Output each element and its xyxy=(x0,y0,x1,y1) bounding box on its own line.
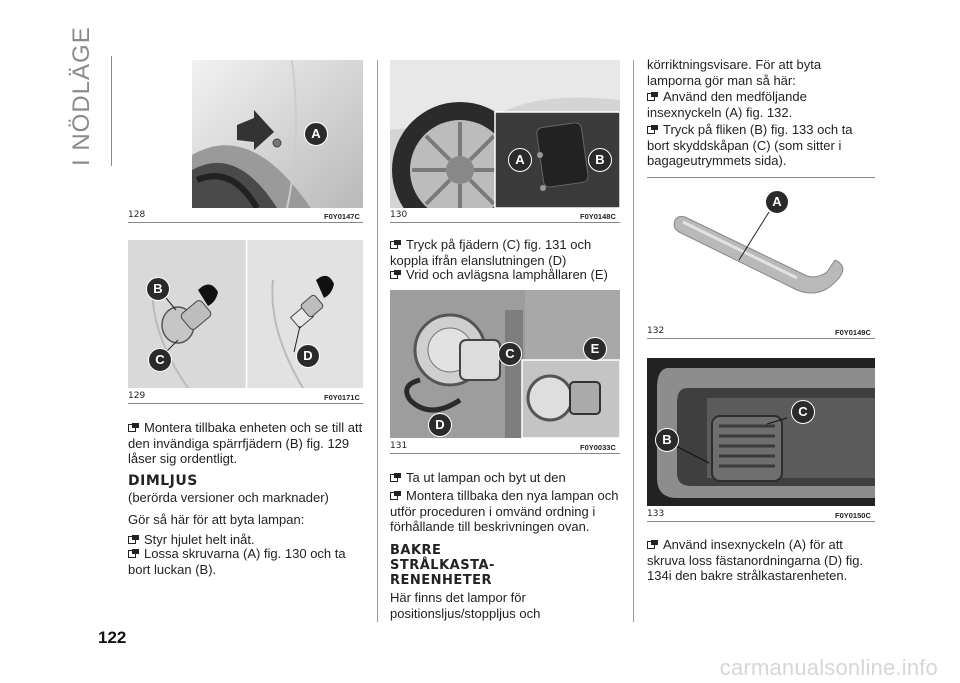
col2-bullet-3: Ta ut lampan och byt ut den xyxy=(390,470,625,486)
col3-bullet-2: Tryck på fliken (B) fig. 133 och ta bort… xyxy=(647,122,853,168)
callout-C: C xyxy=(148,348,172,372)
bullet-icon xyxy=(390,470,401,482)
figure-132-top-rule xyxy=(647,177,875,178)
figure-132-rule xyxy=(647,338,875,339)
col1-heading: DIMLJUS xyxy=(128,473,198,489)
bullet-icon xyxy=(128,532,139,544)
col2-paragraph: Här finns det lampor för positionsljus/s… xyxy=(390,590,541,621)
callout-A: A xyxy=(304,122,328,146)
figure-128-number: 128 xyxy=(128,210,146,220)
callout-D: D xyxy=(428,413,452,437)
callout-D: D xyxy=(296,344,320,368)
col1-bullet-2: Styr hjulet helt inåt. xyxy=(128,532,368,548)
bullet-icon xyxy=(128,420,139,432)
col2-heading-line-3: RENENHETER xyxy=(390,573,493,588)
figure-131-rule xyxy=(390,453,620,454)
col2-bullet-4: Montera tillbaka den nya lampan och utfö… xyxy=(390,488,619,534)
col2-heading-line-2: STRÅLKASTA- xyxy=(390,558,495,573)
callout-B: B xyxy=(655,428,679,452)
callout-C: C xyxy=(498,342,522,366)
col3-bullet-3: Använd insexnyckeln (A) för att skruva l… xyxy=(647,537,864,583)
col2-bullet-1: Tryck på fjädern (C) fig. 131 och koppla… xyxy=(390,237,592,268)
figure-128-code: F0Y0147C xyxy=(324,212,360,221)
col3-bullet-1: Använd den medföljande insexnyckeln (A) … xyxy=(647,89,807,120)
col2-bullet-2: Vrid och avlägsna lamphållaren (E) xyxy=(390,267,625,283)
figure-133-image: C B xyxy=(647,358,875,506)
col1-paren: (berörda versioner och marknader) xyxy=(128,490,329,505)
column-divider-2 xyxy=(633,60,634,622)
col2-heading-line-1: BAKRE xyxy=(390,543,442,558)
figure-129-rule xyxy=(128,403,363,404)
figure-130-rule xyxy=(390,222,620,223)
chapter-title: I NÖDLÄGE xyxy=(68,26,95,166)
figure-133-number: 133 xyxy=(647,509,665,519)
chapter-title-rule xyxy=(111,56,112,166)
figure-131-number: 131 xyxy=(390,441,408,451)
figure-131-code: F0Y0033C xyxy=(580,443,616,452)
figure-131-image: C E D xyxy=(390,290,620,438)
figure-130-image: A B xyxy=(390,60,620,208)
bullet-icon xyxy=(390,488,401,500)
col1-bullet-1: Montera tillbaka enheten och se till att… xyxy=(128,420,363,466)
bullet-icon xyxy=(128,546,139,558)
callout-E: E xyxy=(583,337,607,361)
col1-bullet-3: Lossa skruvarna (A) fig. 130 och ta bort… xyxy=(128,546,346,577)
callout-A: A xyxy=(508,148,532,172)
figure-130-number: 130 xyxy=(390,210,408,220)
col3-paragraph: körriktningsvisare. För att byta lamporn… xyxy=(647,57,822,88)
callout-B: B xyxy=(588,148,612,172)
callout-A: A xyxy=(765,190,789,214)
figure-133-code: F0Y0150C xyxy=(835,511,871,520)
bullet-icon xyxy=(390,237,401,249)
footer-watermark: carmanualsonline.info xyxy=(719,655,938,680)
figure-128-image: A xyxy=(192,60,363,208)
bullet-icon xyxy=(647,89,658,101)
bullet-icon xyxy=(390,267,401,279)
figure-128-rule xyxy=(128,222,363,223)
figure-129-code: F0Y0171C xyxy=(324,393,360,402)
figure-133-rule xyxy=(647,521,875,522)
figure-132-image: A xyxy=(647,180,875,320)
figure-129-number: 129 xyxy=(128,391,146,401)
figure-129-image: B C D xyxy=(128,240,363,388)
figure-132-number: 132 xyxy=(647,326,665,336)
col1-intro: Gör så här för att byta lampan: xyxy=(128,512,305,527)
figure-132-code: F0Y0149C xyxy=(835,328,871,337)
footer-watermark-bar: carmanualsonline.info xyxy=(0,652,960,683)
figure-130-code: F0Y0148C xyxy=(580,212,616,221)
callout-B: B xyxy=(146,277,170,301)
callout-C: C xyxy=(791,400,815,424)
bullet-icon xyxy=(647,537,658,549)
column-divider-1 xyxy=(377,60,378,622)
bullet-icon xyxy=(647,122,658,134)
page-number: 122 xyxy=(98,628,127,647)
